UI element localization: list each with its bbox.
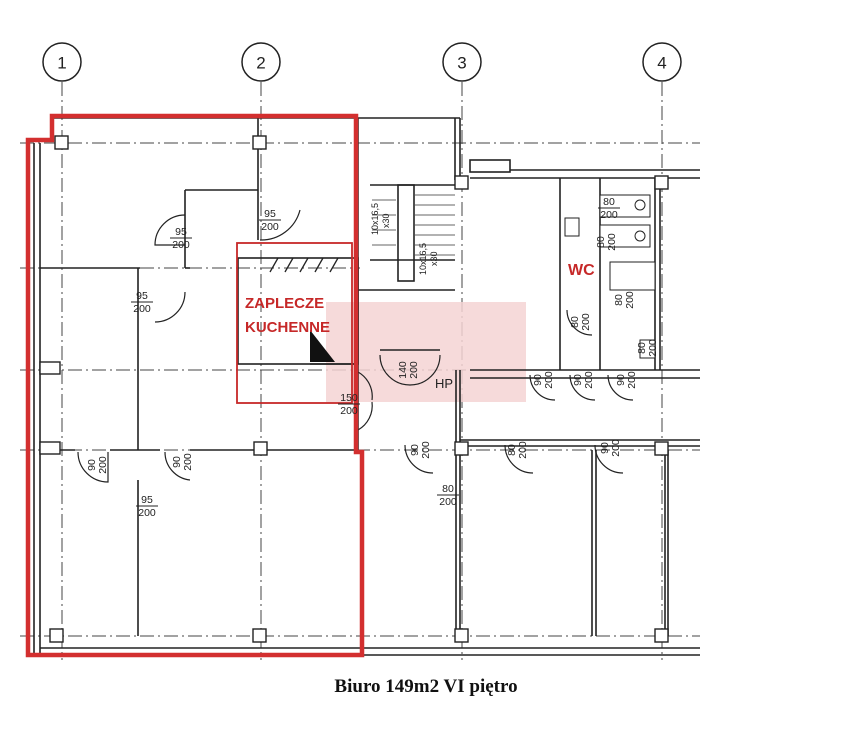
stair-label-1: 10x16,5 [370,203,380,235]
svg-text:200: 200 [610,439,622,457]
office-outline [25,113,365,658]
svg-text:200: 200 [600,209,618,221]
svg-text:90: 90 [532,374,544,386]
axis-bubble-4: 4 [642,42,682,82]
svg-text:90: 90 [615,374,627,386]
room-label-kitchen-1: ZAPLECZE [245,295,324,312]
door-swings [77,209,634,483]
kitchen-appliance [310,330,335,362]
svg-text:200: 200 [97,456,109,474]
svg-text:200: 200 [497,381,509,399]
axis-bubble-1: 1 [42,42,82,82]
svg-text:200: 200 [340,405,358,417]
stair-label-1b: x30 [381,213,391,228]
axis-label-1: 1 [57,54,66,73]
svg-text:200: 200 [261,221,279,233]
svg-text:140: 140 [397,361,409,379]
stair-label-2: 10x16,5 [418,243,428,275]
svg-text:90: 90 [409,444,421,456]
watermark [326,302,526,402]
svg-text:90: 90 [86,459,98,471]
svg-text:200: 200 [420,441,432,459]
axis-label-2: 2 [256,54,265,73]
wc-fixtures [564,194,656,359]
svg-text:200: 200 [517,441,529,459]
svg-text:80: 80 [506,444,518,456]
svg-text:200: 200 [647,339,659,357]
svg-text:80: 80 [613,294,625,306]
svg-text:95: 95 [175,226,187,238]
svg-text:150: 150 [340,392,358,404]
axis-label-4: 4 [657,54,666,73]
plan-caption: Biuro 149m2 VI piętro [334,676,518,697]
svg-text:80: 80 [603,196,615,208]
svg-text:200: 200 [626,371,638,389]
svg-text:90: 90 [572,374,584,386]
kitchen-hatch [269,257,339,273]
svg-text:95: 95 [136,290,148,302]
stairs [372,194,455,256]
svg-text:80: 80 [636,342,648,354]
svg-text:95: 95 [141,494,153,506]
svg-text:200: 200 [606,233,618,251]
axis-bubble-3: 3 [442,42,482,82]
svg-text:200: 200 [624,291,636,309]
room-label-kitchen-2: KUCHENNE [245,319,330,336]
svg-text:200: 200 [439,496,457,508]
columns [39,135,669,643]
svg-text:80: 80 [595,236,607,248]
svg-text:200: 200 [583,371,595,389]
floor-plan: 1 2 3 4 [20,42,700,660]
svg-text:200: 200 [133,303,151,315]
axis-label-3: 3 [457,54,466,73]
svg-text:200: 200 [182,453,194,471]
kitchen-outline [236,242,353,404]
svg-text:200: 200 [172,239,190,251]
room-label-wc: WC [568,262,595,279]
axis-bubble-2: 2 [241,42,281,82]
svg-text:200: 200 [543,371,555,389]
svg-text:80: 80 [569,316,581,328]
svg-text:200: 200 [580,313,592,331]
svg-text:90: 90 [599,442,611,454]
svg-text:200: 200 [408,361,420,379]
stair-label-2b: x30 [429,251,439,266]
svg-text:80: 80 [442,483,454,495]
svg-text:200: 200 [138,507,156,519]
room-label-hp: HP [435,376,453,391]
svg-text:95: 95 [264,208,276,220]
svg-text:90: 90 [171,456,183,468]
svg-text:200: 200 [577,221,589,239]
